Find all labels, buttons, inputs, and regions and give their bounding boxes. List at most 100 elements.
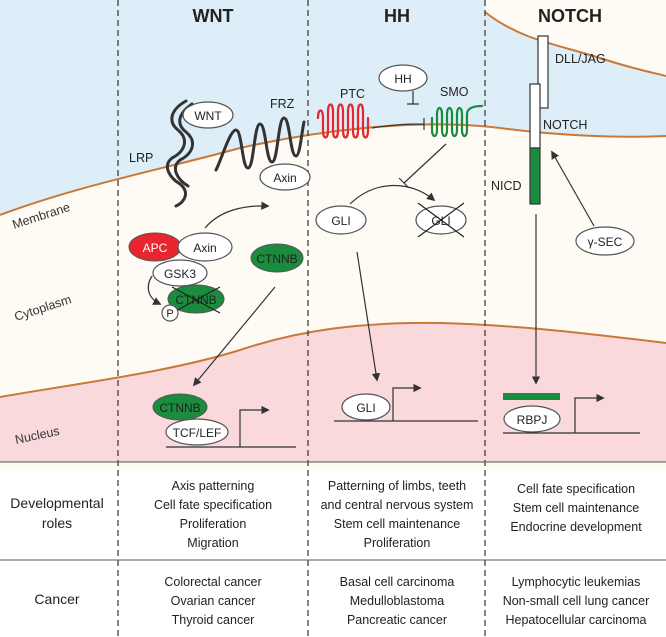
phosphate-node: P — [161, 304, 179, 322]
notch-dev-item: Endocrine development — [510, 520, 642, 534]
notch-cancer-item: Non-small cell lung cancer — [503, 594, 650, 608]
row-separators — [0, 461, 666, 561]
wnt-gene-promoter — [166, 410, 296, 448]
wnt-cancer-item: Thyroid cancer — [172, 613, 255, 627]
nicd-nuclear — [503, 393, 560, 400]
hh-cancer-item: Pancreatic cancer — [347, 613, 447, 627]
notch-gene-promoter — [503, 398, 640, 434]
ptc-inhibits-smo — [371, 118, 425, 130]
hh-pathway: PTC HH SMO GLI GLI GLI — [315, 64, 484, 422]
ctnnb-degraded-node: CTNNB — [167, 284, 225, 314]
lrp-label: LRP — [129, 151, 153, 165]
hh-cancer-item: Basal cell carcinoma — [340, 575, 455, 589]
gli-nuclear-node: GLI — [341, 393, 391, 421]
notch-label: NOTCH — [543, 118, 587, 132]
notch-cancer-item: Lymphocytic leukemias — [512, 575, 641, 589]
ptc-receptor — [316, 103, 370, 139]
wnt-cancer-item: Colorectal cancer — [164, 575, 261, 589]
axin-membrane-label: Axin — [273, 171, 296, 185]
notch-cancer-item: Hepatocellular carcinoma — [505, 613, 646, 627]
wnt-pathway: LRP FRZ WNT Axin APC Axin GSK3 — [128, 97, 311, 448]
hh-ligand: HH — [378, 64, 428, 92]
hh-dev-item: Patterning of limbs, teeth — [328, 479, 466, 493]
notch-dev-item: Cell fate specification — [517, 482, 635, 496]
gli-processing-arrow — [349, 184, 436, 205]
hh-gene-promoter — [334, 388, 478, 422]
notch-receptor-extracellular — [529, 83, 541, 149]
column-title-hh: HH — [384, 6, 410, 26]
hh-dev-item: and central nervous system — [321, 498, 474, 512]
gli-degraded-node: GLI — [415, 202, 467, 238]
gsk3-node: GSK3 — [152, 259, 208, 287]
ctnnb-node: CTNNB — [250, 243, 304, 273]
gli-node: GLI — [315, 205, 367, 235]
nicd-domain — [529, 147, 541, 205]
hh-dev-item: Stem cell maintenance — [334, 517, 461, 531]
ctnnb-nuclear-node: CTNNB — [152, 393, 208, 421]
developmental-header-line-1: Developmental — [10, 495, 103, 511]
nucleus-region — [0, 322, 666, 462]
ptc-label: PTC — [340, 87, 365, 101]
hh-ligand-label: HH — [394, 72, 411, 86]
gamma-sec-cleaves-notch — [551, 150, 595, 227]
plasma-membrane — [0, 123, 666, 216]
neighbor-cell-membrane — [484, 11, 666, 77]
ctnnb-nuclear-label: CTNNB — [159, 401, 200, 415]
wnt-arrow-to-membrane — [204, 201, 270, 229]
wnt-ligand: WNT — [182, 101, 234, 129]
wnt-dev-item: Migration — [187, 536, 238, 550]
axin-node: Axin — [177, 232, 233, 262]
apc-node: APC — [128, 232, 182, 262]
wnt-arrow-to-nucleus — [192, 286, 276, 387]
gli-label: GLI — [331, 214, 350, 228]
gamma-sec-label: γ-SEC — [588, 235, 623, 249]
notch-pathway: DLL/JAG NOTCH NICD γ-SEC RBPJ — [491, 35, 640, 434]
gamma-sec-node: γ-SEC — [575, 226, 635, 256]
ctnnb-label: CTNNB — [256, 252, 297, 266]
developmental-header-line-2: roles — [42, 515, 72, 531]
wnt-cancer-item: Ovarian cancer — [171, 594, 256, 608]
cancer-header: Cancer — [34, 591, 79, 607]
gli-nuclear-label: GLI — [356, 401, 375, 415]
ctnnb-degraded-cross-2 — [171, 286, 221, 314]
lrp-receptor — [166, 99, 188, 208]
membranes — [0, 11, 666, 398]
notch-cell-region — [485, 0, 666, 76]
phosphate-label: P — [166, 308, 173, 320]
dll-jag-label: DLL/JAG — [555, 52, 606, 66]
nuclear-membrane — [0, 321, 666, 398]
gsk3-label: GSK3 — [164, 267, 196, 281]
wnt-dev-item: Proliferation — [180, 517, 247, 531]
hh-arrow-to-nucleus — [356, 251, 381, 382]
axin-label: Axin — [193, 241, 216, 255]
smo-receptor — [430, 104, 484, 138]
tcf-lef-node: TCF/LEF — [165, 418, 229, 446]
background-regions — [0, 0, 666, 470]
column-title-wnt: WNT — [193, 6, 234, 26]
phosphorylation-arrow — [147, 275, 162, 305]
gli-degraded-label: GLI — [431, 214, 450, 228]
smo-label: SMO — [440, 85, 469, 99]
developmental-roles-row: Developmental roles Axis patterning Cell… — [10, 479, 642, 550]
notch-dev-item: Stem cell maintenance — [513, 501, 640, 515]
hh-inhibits-ptc — [407, 91, 419, 105]
column-dividers — [117, 0, 486, 637]
axin-membrane: Axin — [259, 163, 311, 191]
wnt-ligand-label: WNT — [194, 109, 222, 123]
frz-label: FRZ — [270, 97, 295, 111]
wnt-dev-item: Axis patterning — [172, 479, 255, 493]
rbpj-node: RBPJ — [503, 405, 561, 433]
hh-cancer-item: Medulloblastoma — [350, 594, 445, 608]
nicd-label: NICD — [491, 179, 522, 193]
cancer-row: Cancer Colorectal cancer Ovarian cancer … — [34, 575, 649, 627]
tcf-lef-label: TCF/LEF — [173, 426, 222, 440]
gli-degraded-cross-2 — [417, 202, 465, 238]
frz-receptor — [214, 116, 306, 172]
wnt-dev-item: Cell fate specification — [154, 498, 272, 512]
lrp-receptor-strand — [174, 102, 195, 188]
dll-jag-ligand — [537, 35, 549, 109]
column-title-notch: NOTCH — [538, 6, 602, 26]
apc-label: APC — [143, 241, 168, 255]
hh-dev-item: Proliferation — [364, 536, 431, 550]
